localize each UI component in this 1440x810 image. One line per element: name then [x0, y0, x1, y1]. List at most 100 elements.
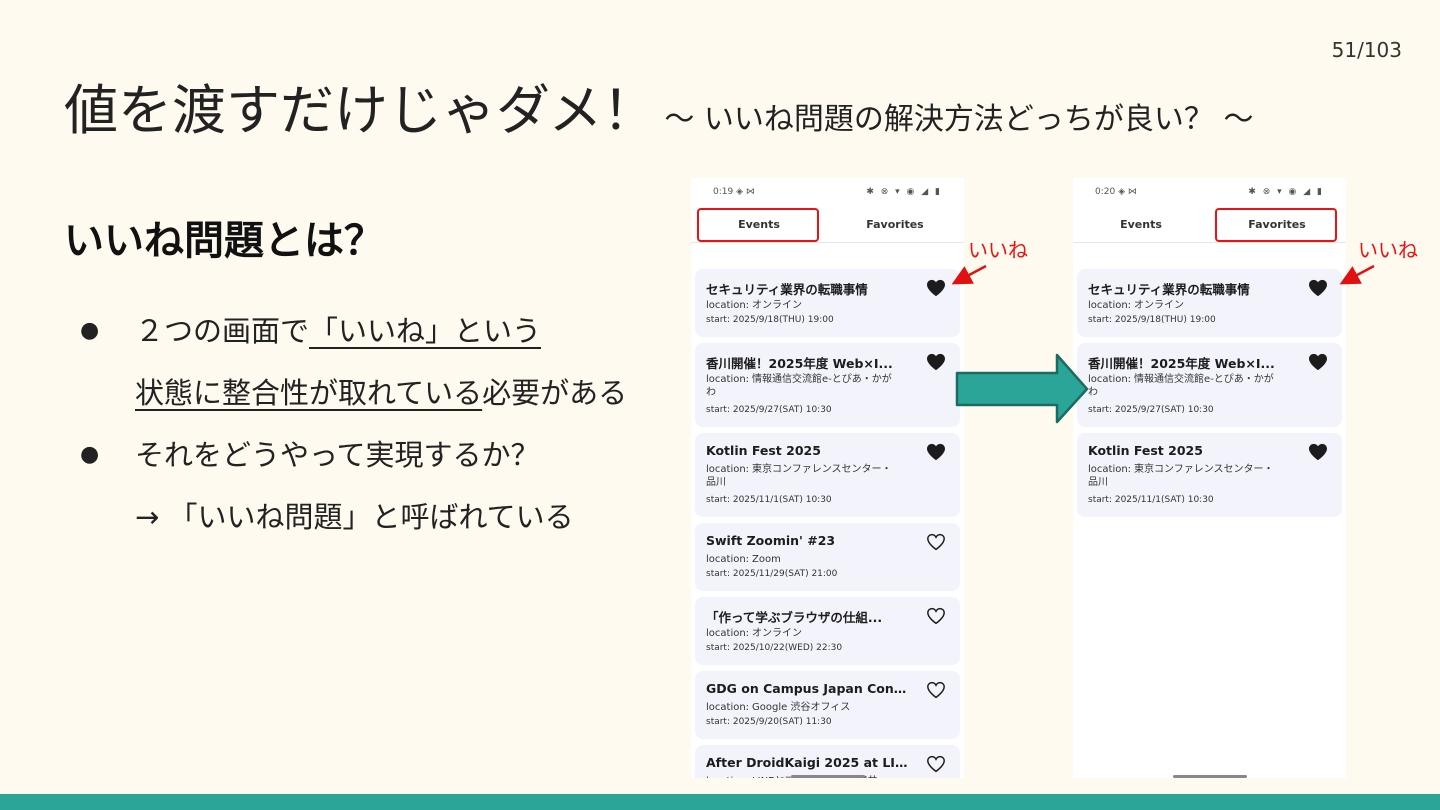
status-time: 0:19 — [713, 187, 734, 197]
status-bar: 0:19 ◈ ⋈ ✱ ⊗ ▾ ◉ ◢ ▮ — [713, 187, 942, 201]
event-start: start: 2025/11/1(SAT) 10:30 — [706, 495, 832, 505]
tab-label: Events — [1120, 218, 1162, 231]
title-sub: ～ いいね問題の解決方法どっちが良い？ ～ — [664, 102, 1254, 137]
slide-title: 値を渡すだけじゃダメ！～ いいね問題の解決方法どっちが良い？ ～ — [64, 66, 1253, 145]
phone-screen-events: 0:19 ◈ ⋈ ✱ ⊗ ▾ ◉ ◢ ▮ Events Favorites セキ… — [691, 178, 964, 778]
location-value: 東京コンファレンスセンター・品川 — [1088, 464, 1274, 488]
location-value: 東京コンファレンスセンター・品川 — [706, 464, 892, 488]
status-left-icons: ◈ ⋈ — [736, 187, 755, 197]
location-value: 情報通信交流館e-とぴあ・かがわ — [1088, 374, 1274, 398]
location-label: location: — [706, 554, 750, 565]
event-card[interactable]: 香川開催！2025年度 Web×I...location:情報通信交流館e-とぴ… — [695, 343, 960, 427]
heart-outline-icon[interactable] — [926, 607, 946, 625]
event-start: start: 2025/11/1(SAT) 10:30 — [1088, 495, 1214, 505]
event-location: location:オンライン — [1088, 299, 1278, 312]
section-heading: いいね問題とは？ — [64, 218, 384, 264]
heart-outline-icon[interactable] — [926, 755, 946, 773]
event-start: start: 2025/11/29(SAT) 21:00 — [706, 569, 838, 579]
location-value: Zoom — [752, 554, 781, 565]
iine-annotation-right: いいね — [1358, 238, 1418, 262]
bullet-text: → 「いいね問題」と呼ばれている — [135, 500, 574, 534]
gesture-nav-bar — [791, 775, 865, 778]
tab-bar: Events Favorites — [691, 208, 964, 243]
tab-bar: Events Favorites — [1073, 208, 1346, 243]
tab-events[interactable]: Events — [1073, 210, 1209, 240]
event-card[interactable]: 香川開催！2025年度 Web×I...location:情報通信交流館e-とぴ… — [1077, 343, 1342, 427]
tab-label: Favorites — [1248, 218, 1306, 231]
event-location: location:オンライン — [706, 627, 896, 640]
bullet-text: ２つの画面で — [135, 314, 310, 348]
location-value: オンライン — [752, 628, 803, 639]
event-start: start: 2025/9/18(THU) 19:00 — [706, 315, 834, 325]
underlined-text: 「いいね」という — [309, 314, 542, 348]
event-start: start: 2025/9/27(SAT) 10:30 — [706, 405, 832, 415]
event-location: location:Zoom — [706, 553, 896, 566]
heart-outline-icon[interactable] — [926, 533, 946, 551]
footer-bar — [0, 794, 1440, 810]
bullet-marker: ● — [80, 318, 100, 343]
location-label: location: — [706, 374, 750, 385]
tab-events[interactable]: Events — [691, 208, 827, 242]
red-arrow-left — [951, 264, 987, 285]
highlight-box — [1215, 208, 1337, 242]
iine-annotation-left: いいね — [968, 238, 1028, 262]
bullet-text: 必要がある — [482, 376, 628, 410]
heart-filled-icon[interactable] — [926, 353, 946, 371]
location-label: location: — [1088, 374, 1132, 385]
location-value: オンライン — [752, 300, 803, 311]
tab-label: Favorites — [866, 218, 924, 231]
location-label: location: — [706, 628, 750, 639]
bullet-item: ● それをどうやって実現するか？ — [80, 429, 690, 491]
event-location: location:東京コンファレンスセンター・品川 — [706, 463, 896, 489]
event-start: start: 2025/9/18(THU) 19:00 — [1088, 315, 1216, 325]
location-value: 情報通信交流館e-とぴあ・かがわ — [706, 374, 892, 398]
bullet-text: それをどうやって実現するか？ — [135, 438, 540, 472]
location-label: location: — [1088, 300, 1132, 311]
heart-filled-icon[interactable] — [926, 443, 946, 461]
event-location: location:情報通信交流館e-とぴあ・かがわ — [706, 373, 896, 399]
location-label: location: — [706, 702, 750, 713]
location-label: location: — [706, 775, 749, 778]
bullet-continuation: → 「いいね問題」と呼ばれている — [80, 491, 690, 553]
status-left-icons: ◈ ⋈ — [1118, 187, 1137, 197]
gesture-nav-bar — [1173, 775, 1247, 778]
highlight-box — [697, 208, 819, 242]
title-main: 値を渡すだけじゃダメ！ — [64, 79, 657, 142]
tab-favorites[interactable]: Favorites — [1209, 208, 1345, 242]
event-start: start: 2025/9/27(SAT) 10:30 — [1088, 405, 1214, 415]
heart-filled-icon[interactable] — [1308, 279, 1328, 297]
heart-filled-icon[interactable] — [926, 279, 946, 297]
event-location: location:Google 渋谷オフィス — [706, 701, 896, 714]
status-time: 0:20 — [1095, 187, 1116, 197]
location-label: location: — [1088, 464, 1132, 475]
location-label: location: — [706, 464, 750, 475]
location-value: Google 渋谷オフィス — [752, 702, 851, 713]
event-card[interactable]: GDG on Campus Japan Conv...location:Goog… — [695, 671, 960, 739]
heart-filled-icon[interactable] — [1308, 353, 1328, 371]
heart-filled-icon[interactable] — [1308, 443, 1328, 461]
location-label: location: — [706, 300, 750, 311]
event-card[interactable]: After DroidKaigi 2025 at LIN...location:… — [695, 745, 960, 778]
event-location: location:情報通信交流館e-とぴあ・かがわ — [1088, 373, 1278, 399]
bullet-list: ● ２つの画面で「いいね」という 状態に整合性が取れている必要がある ● それを… — [80, 305, 690, 553]
underlined-text: 状態に整合性が取れている — [135, 376, 483, 410]
bullet-marker: ● — [80, 442, 100, 467]
page-number: 51/103 — [1331, 38, 1402, 62]
status-right-icons: ✱ ⊗ ▾ ◉ ◢ ▮ — [1248, 187, 1324, 197]
bullet-continuation: 状態に整合性が取れている必要がある — [80, 367, 690, 429]
tab-label: Events — [738, 218, 780, 231]
event-start: start: 2025/9/20(SAT) 11:30 — [706, 717, 832, 727]
bullet-item: ● ２つの画面で「いいね」という — [80, 305, 690, 367]
heart-outline-icon[interactable] — [926, 681, 946, 699]
phone-screen-favorites: 0:20 ◈ ⋈ ✱ ⊗ ▾ ◉ ◢ ▮ Events Favorites セキ… — [1073, 178, 1346, 778]
red-arrow-right — [1339, 264, 1375, 285]
tab-favorites[interactable]: Favorites — [827, 210, 963, 240]
status-right-icons: ✱ ⊗ ▾ ◉ ◢ ▮ — [866, 187, 942, 197]
